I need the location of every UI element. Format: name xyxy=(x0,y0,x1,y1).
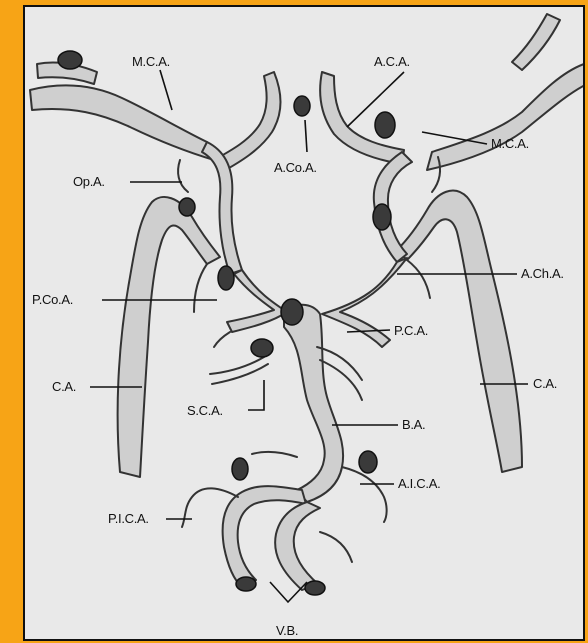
diagram-panel: M.C.A. A.C.A. M.C.A. A.Co.A. Op.A. A.Ch.… xyxy=(23,5,585,641)
basilar-artery xyxy=(284,305,343,502)
left-posterior-cerebral-artery xyxy=(227,270,287,332)
right-mca-branch xyxy=(512,14,560,70)
label-ca-left: C.A. xyxy=(52,379,76,394)
label-mca-right: M.C.A. xyxy=(491,136,529,151)
leader-mca-left xyxy=(160,70,172,110)
aneurysm-acoa xyxy=(294,96,310,116)
aneurysm-aica xyxy=(359,451,377,473)
left-aica-branch xyxy=(252,452,297,457)
left-posterior-branch xyxy=(214,332,230,347)
label-pcoa: P.Co.A. xyxy=(32,292,73,307)
left-middle-cerebral-artery xyxy=(30,85,214,160)
right-pica-branch xyxy=(320,532,352,562)
aneurysm-sca xyxy=(251,339,273,357)
aneurysm-va-left xyxy=(236,577,256,591)
left-ophthalmic-artery xyxy=(178,160,188,192)
label-pca: P.C.A. xyxy=(394,323,428,338)
label-aca: A.C.A. xyxy=(374,54,410,69)
label-acha: A.Ch.A. xyxy=(521,266,564,281)
left-pcoa-branch xyxy=(194,264,207,312)
leader-pca xyxy=(347,330,390,332)
leader-acoa xyxy=(305,120,307,152)
label-mca-left: M.C.A. xyxy=(132,54,170,69)
leader-sca xyxy=(248,380,264,410)
aneurysm-pcoa xyxy=(218,266,234,290)
aneurysm-opa xyxy=(179,198,195,216)
right-aica-branch xyxy=(342,467,387,522)
label-ba: B.A. xyxy=(402,417,425,432)
aneurysm-mca-left xyxy=(58,51,82,69)
aneurysm-pica xyxy=(232,458,248,480)
label-sca: S.C.A. xyxy=(187,403,223,418)
label-ca-right: C.A. xyxy=(533,376,557,391)
aneurysm-aca xyxy=(375,112,395,138)
label-pica: P.I.C.A. xyxy=(108,511,149,526)
label-va: V.B. xyxy=(276,623,298,638)
right-middle-cerebral-artery xyxy=(427,64,585,170)
left-carotid-artery xyxy=(118,197,220,477)
label-aica: A.I.C.A. xyxy=(398,476,440,491)
aneurysm-basilar-tip xyxy=(281,299,303,325)
aneurysm-acha xyxy=(373,204,391,230)
label-opa: Op.A. xyxy=(73,174,105,189)
circle-of-willis-diagram: M.C.A. A.C.A. M.C.A. A.Co.A. Op.A. A.Ch.… xyxy=(25,7,585,641)
right-acha-branch xyxy=(407,260,430,298)
aneurysm-va-right xyxy=(305,581,325,595)
label-acoa: A.Co.A. xyxy=(274,160,317,175)
right-vertebral-artery xyxy=(275,502,320,590)
